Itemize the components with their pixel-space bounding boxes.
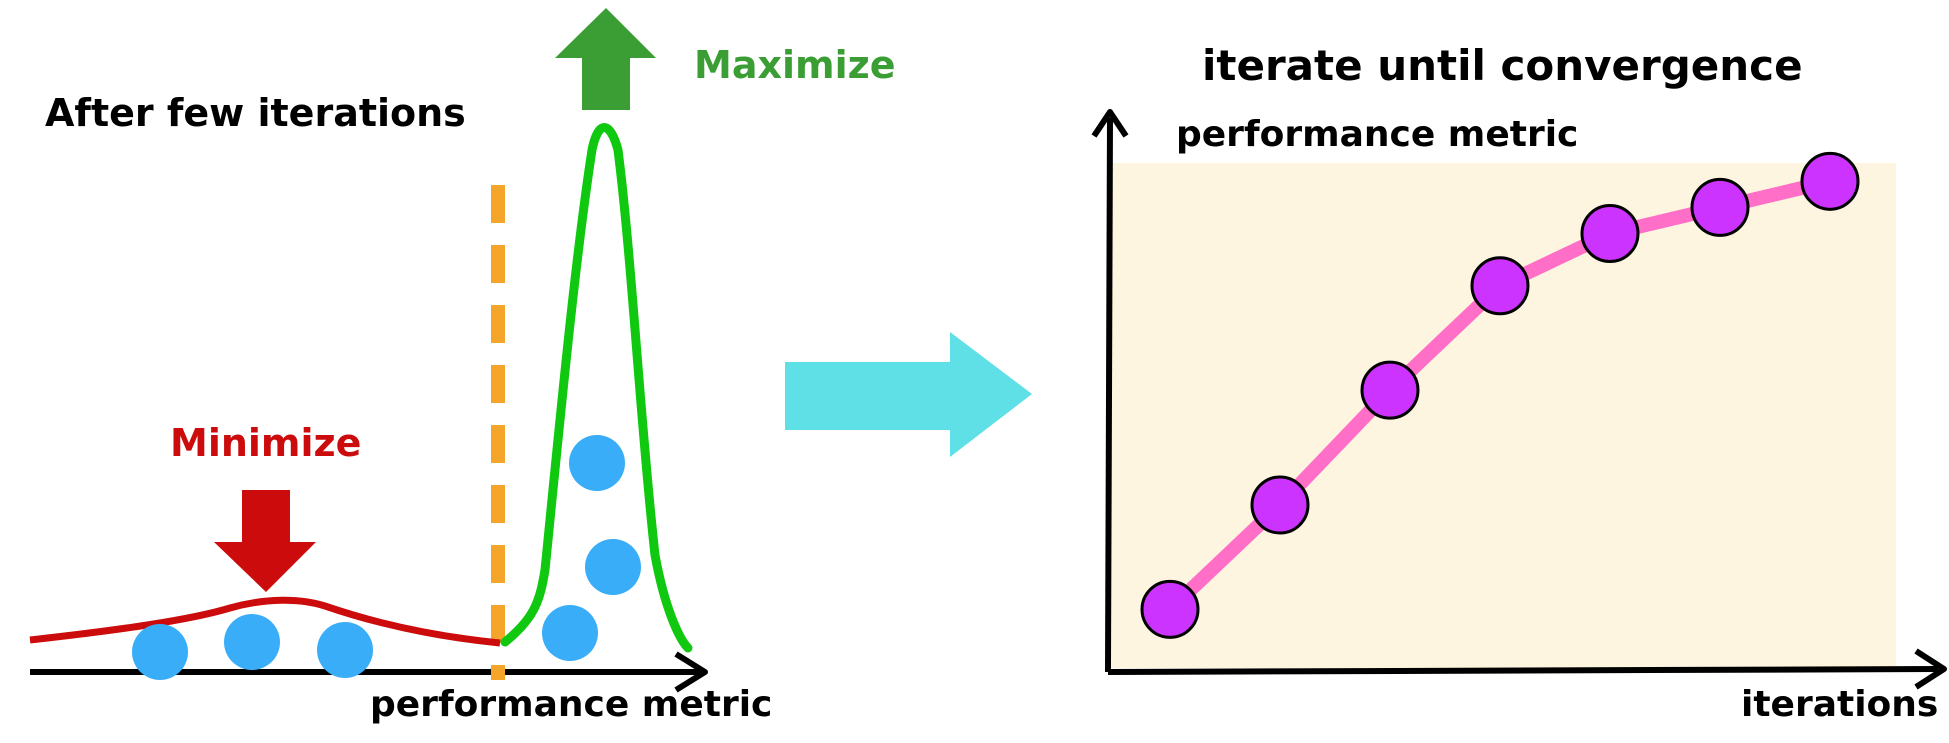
data-point (1580, 204, 1640, 264)
right-arrow-icon (785, 332, 1032, 457)
negative-distribution-curve (29, 596, 501, 647)
x-axis-line (1107, 666, 1939, 675)
right-panel: iterate until convergence performance me… (1091, 41, 1947, 725)
plot-area (1112, 163, 1896, 668)
left-x-axis-label: performance metric (370, 684, 772, 725)
x-axis-arrowhead (1914, 648, 1947, 690)
negative-sample-point (132, 624, 188, 680)
left-panel: After few iterations performance metric … (29, 8, 896, 725)
y-axis-arrowhead (1091, 109, 1129, 138)
right-panel-title: iterate until convergence (1202, 41, 1803, 90)
positive-sample-point (542, 605, 598, 661)
positive-sample-point (585, 539, 641, 595)
left-panel-title: After few iterations (45, 91, 466, 135)
down-arrow-icon (214, 490, 316, 592)
up-arrow-icon (555, 8, 656, 110)
left-x-axis-arrowhead (674, 651, 708, 693)
y-axis-label: performance metric (1176, 114, 1578, 155)
data-point (1800, 151, 1860, 211)
positive-distribution-curve (500, 123, 693, 653)
negative-sample-point (224, 614, 280, 670)
data-point (1690, 177, 1750, 237)
data-point (1140, 579, 1200, 639)
data-point (1360, 360, 1420, 420)
data-point (1250, 475, 1310, 535)
chart-series (1140, 151, 1860, 639)
data-point (1470, 256, 1530, 316)
minimize-label: Minimize (170, 421, 361, 465)
maximize-label: Maximize (694, 43, 896, 87)
x-axis-label: iterations (1741, 684, 1938, 725)
y-axis-line (1105, 117, 1113, 673)
negative-sample-point (317, 622, 373, 678)
positive-sample-point (569, 435, 625, 491)
